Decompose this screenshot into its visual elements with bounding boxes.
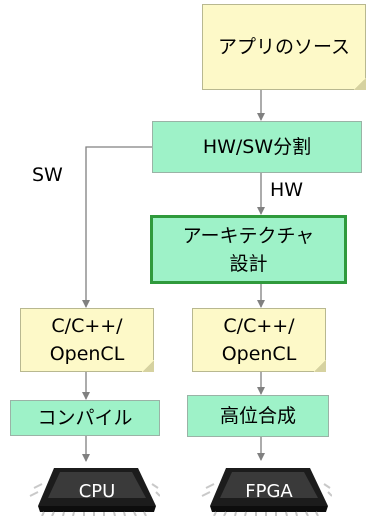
hw-edge-label: HW [270, 179, 304, 201]
fpga-chip-icon: FPGA [201, 468, 332, 516]
hw-code-box: C/C++/ OpenCL [192, 308, 326, 372]
hw-sw-partition-box: HW/SW分割 [152, 121, 362, 173]
compile-box: コンパイル [10, 400, 160, 436]
compile-label: コンパイル [37, 407, 133, 429]
high-level-synthesis-label: 高位合成 [219, 405, 296, 427]
architecture-design-label-line1: アーキテクチャ [182, 224, 315, 247]
high-level-synthesis-box: 高位合成 [187, 395, 329, 437]
cpu-label: CPU [79, 481, 116, 502]
architecture-design-box: アーキテクチャ 設計 [150, 215, 347, 284]
arrow-partition-to-sw-code [82, 146, 152, 308]
fpga-label: FPGA [245, 481, 293, 502]
app-source-label: アプリのソース [217, 36, 351, 58]
cpu-chip-icon: CPU [29, 468, 160, 516]
sw-edge-label: SW [32, 164, 63, 186]
hw-code-label-line2: OpenCL [221, 343, 297, 365]
hw-code-label-line1: C/C++/ [223, 315, 295, 337]
sw-code-label-line1: C/C++/ [51, 315, 123, 337]
app-source-box: アプリのソース [202, 4, 366, 90]
hw-sw-partition-label: HW/SW分割 [202, 136, 312, 158]
architecture-design-label-line2: 設計 [229, 252, 268, 275]
sw-code-label-line2: OpenCL [49, 343, 125, 365]
sw-code-box: C/C++/ OpenCL [20, 308, 154, 372]
